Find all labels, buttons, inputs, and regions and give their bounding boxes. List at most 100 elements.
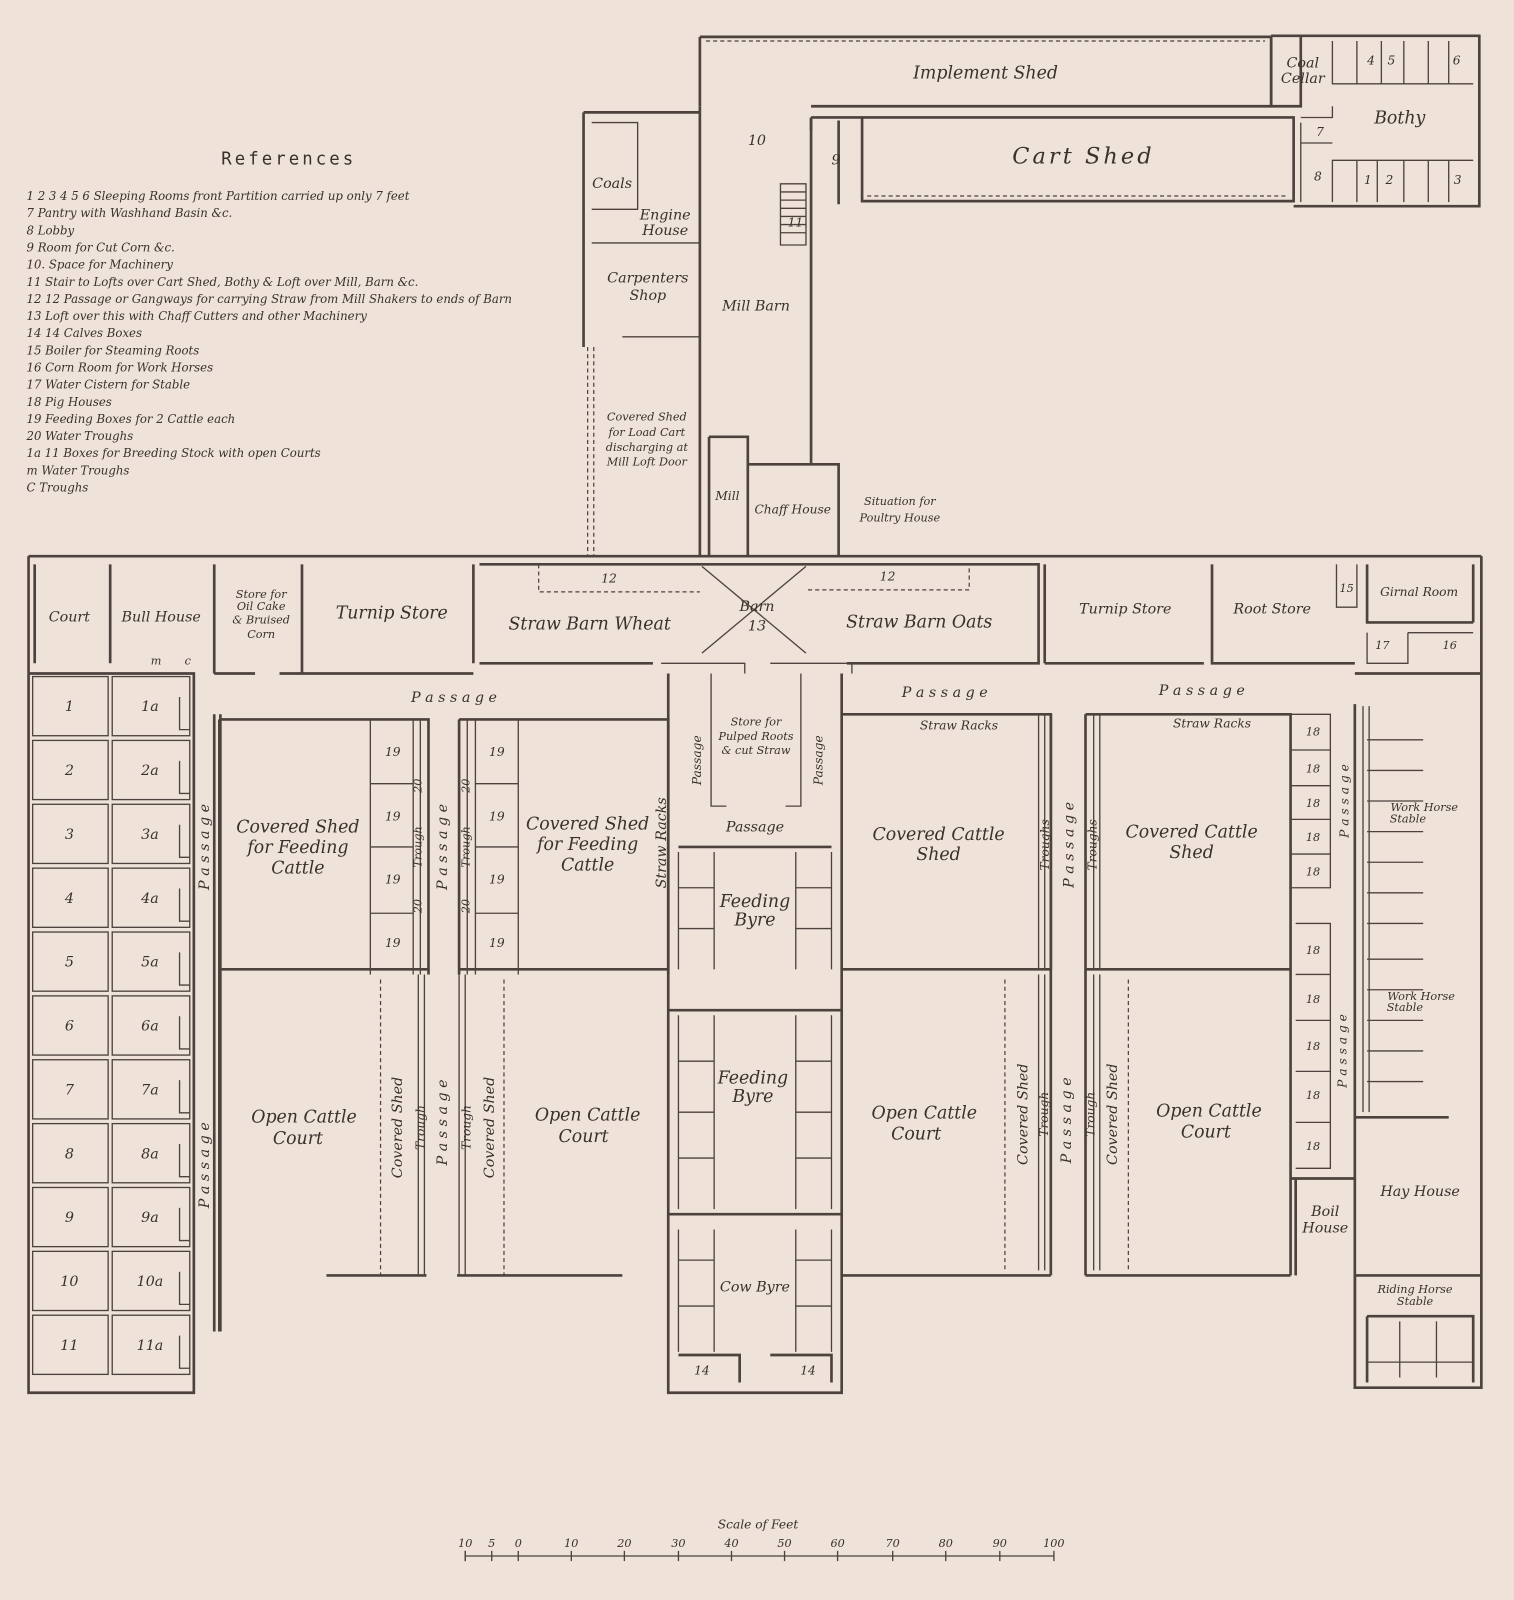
feeding-box-19: 19 (489, 873, 505, 887)
reference-item: 18 Pig Houses (27, 395, 112, 409)
chaff-house-label: Chaff House (754, 502, 831, 516)
north-range-labels: Implement Shed Cart Shed Coal Cellar Bot… (592, 53, 1462, 524)
trough (178, 1144, 190, 1178)
water-trough-20: 20 (459, 899, 472, 914)
gangway-12-left: 12 (601, 572, 617, 586)
north-range-walls (582, 34, 1481, 557)
breeding-box (31, 995, 109, 1056)
covered-cattle-shed-left-label: Covered Cattle (873, 825, 1005, 845)
reference-item: 1 2 3 4 5 6 Sleeping Rooms front Partiti… (27, 189, 410, 203)
scale-tick-label: 70 (886, 1537, 900, 1550)
water-trough-m: m (151, 654, 162, 667)
pulped-roots-store-label-3: & cut Straw (721, 744, 790, 757)
mill-label: Mill (714, 489, 739, 503)
breeding-box (31, 1314, 109, 1376)
reference-item: 12 12 Passage or Gangways for carrying S… (27, 292, 512, 306)
cow-byre-label: Cow Byre (720, 1280, 790, 1296)
covered-shed-strip-label: Covered Shed (1105, 1063, 1121, 1164)
open-cattle-court-label-2: Court (559, 1127, 609, 1147)
calves-box-14: 14 (800, 1363, 816, 1377)
feeding-box-19: 19 (385, 873, 401, 887)
box-number: 5 (65, 955, 74, 971)
reference-item: 13 Loft over this with Chaff Cutters and… (27, 309, 368, 323)
reference-item: m Water Troughs (27, 463, 130, 477)
reference-item: 16 Corn Room for Work Horses (27, 361, 214, 375)
covered-cattle-shed-right-label: Covered Cattle (1126, 823, 1258, 843)
breeding-box (31, 739, 109, 801)
oil-cake-store-label-3: & Bruised (232, 614, 290, 627)
box-number: 10 (60, 1274, 78, 1290)
passage-label: P a s s a g e (1061, 802, 1077, 889)
trough (178, 1271, 190, 1306)
court-label: Court (49, 609, 91, 625)
breeding-box (31, 1122, 109, 1184)
reference-item: 8 Lobby (27, 223, 75, 237)
covered-cattle-shed-right-label-2: Shed (1169, 843, 1213, 863)
reference-item: C Troughs (27, 480, 89, 494)
passage-label: P a s s a g e (435, 804, 451, 891)
scale-tick-label: 100 (1043, 1537, 1064, 1550)
trough-label: Trough (1037, 1092, 1051, 1137)
pig-house-18: 18 (1306, 797, 1320, 810)
turnip-store-left-label: Turnip Store (336, 603, 448, 623)
court-number: 9a (141, 1210, 159, 1226)
trough-label: Trough (1084, 1092, 1098, 1137)
covered-shed-feeding-left-label-2: for Feeding (245, 838, 348, 858)
covered-shed-feeding-left-label: Covered Shed (236, 818, 359, 838)
breeding-court (111, 1059, 191, 1120)
passage-label: P a s s a g e (197, 1122, 213, 1209)
feeding-box-19: 19 (489, 745, 505, 759)
room-6: 6 (1453, 53, 1461, 67)
corn-room-16: 16 (1443, 639, 1457, 652)
breeding-court (111, 1250, 191, 1312)
breeding-box (31, 1250, 109, 1312)
breeding-box (31, 931, 109, 992)
scale-tick-label: 20 (616, 1537, 631, 1550)
scale-tick-label: 10 (564, 1537, 578, 1550)
covered-shed-feeding-right-label: Covered Shed (526, 815, 649, 835)
trough (178, 1207, 190, 1242)
cart-shed-label: Cart Shed (1012, 143, 1154, 169)
trough-label: Trough (411, 826, 424, 867)
covered-cattle-shed-left-label-2: Shed (916, 845, 960, 865)
breeding-court (111, 1122, 191, 1184)
covered-shed-strip-label: Covered Shed (482, 1077, 498, 1178)
room-1: 1 (1364, 173, 1372, 187)
trough (178, 696, 190, 731)
room-3: 3 (1454, 173, 1462, 187)
scale-tick-label: 0 (515, 1537, 522, 1550)
breeding-box (31, 803, 109, 865)
court-number: 11a (137, 1338, 164, 1354)
water-trough-20: 20 (459, 779, 472, 794)
coal-cellar-label: Coal (1287, 55, 1320, 71)
work-horse-stable-label: Work Horse (1390, 801, 1458, 814)
riding-horse-stable-label-2: Stable (1397, 1295, 1434, 1308)
open-cattle-court-label: Open Cattle (251, 1107, 357, 1127)
bull-house-label: Bull House (121, 609, 201, 625)
covered-shed-load-cart-label-4: Mill Loft Door (606, 455, 688, 468)
box-number: 6 (65, 1019, 74, 1035)
coal-cellar-label-2: Cellar (1281, 71, 1326, 87)
court-number: 8a (141, 1146, 159, 1162)
barn-13: 13 (748, 619, 766, 635)
straw-racks-label: Straw Racks (654, 797, 670, 888)
passage-label: Passage (811, 735, 825, 786)
scale-tick-label: 80 (939, 1537, 953, 1550)
open-cattle-court-label: Open Cattle (535, 1105, 641, 1125)
pig-house-18: 18 (1306, 762, 1320, 775)
open-cattle-court-label-2: Court (891, 1125, 941, 1145)
breeding-court (111, 995, 191, 1056)
scale-tick-label: 30 (671, 1537, 685, 1550)
boil-house-label: Boil (1310, 1204, 1339, 1220)
room-9: 9 (831, 152, 840, 168)
covered-shed-strip-label: Covered Shed (390, 1077, 406, 1178)
reference-item: 15 Boiler for Steaming Roots (27, 343, 200, 357)
court-number: 2a (140, 763, 159, 779)
gangway-12-right: 12 (880, 570, 896, 584)
scale-tick-label: 60 (830, 1537, 844, 1550)
box-number: 2 (64, 763, 74, 779)
box-number: 11 (60, 1338, 78, 1354)
girnal-room-label: Girnal Room (1380, 585, 1458, 599)
passage-label: Passage (690, 735, 704, 786)
breeding-court (111, 803, 191, 865)
